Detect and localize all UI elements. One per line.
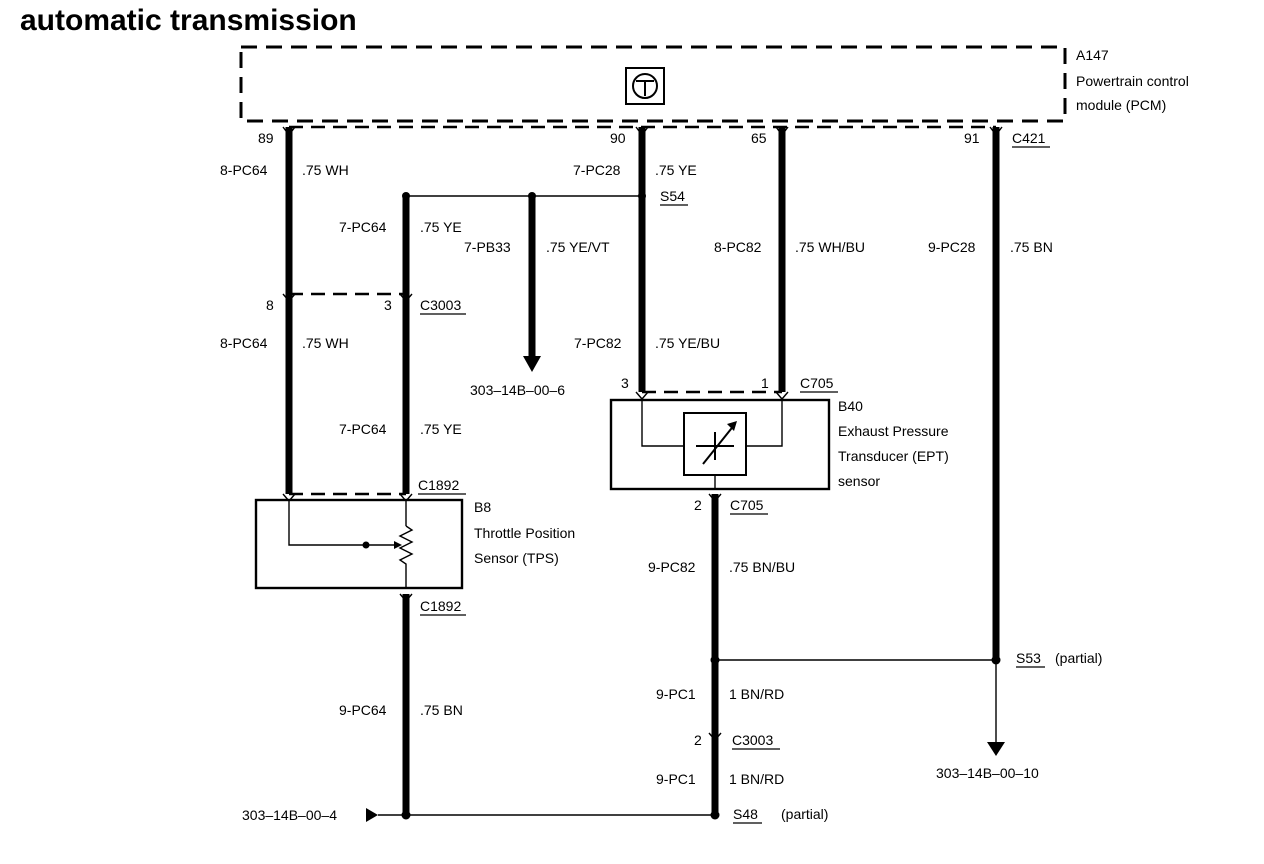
splice-s48-note: (partial) [781,806,828,822]
wire-7-pc82-spec: .75 YE/BU [655,335,720,351]
wire-9-pc1-lower-circuit: 9-PC1 [656,771,696,787]
c3003-pin2: 2 [694,732,702,748]
c3003-pin8: 8 [266,297,274,313]
ref-303-14b-00-6: 303–14B–00–6 [470,382,565,398]
wire-9-pc1-lower-spec: 1 BN/RD [729,771,784,787]
ref-303-14b-00-4: 303–14B–00–4 [242,807,337,823]
wire-9-pc28-spec: .75 BN [1010,239,1053,255]
wire-7-pc64-circuit: 7-PC64 [339,219,387,235]
connector-c3003-bottom: C3003 [732,732,773,748]
wire-8-pc82-circuit: 8-PC82 [714,239,762,255]
pcm-name-line1: Powertrain control [1076,73,1189,89]
wire-8-pc64-lower-circuit: 8-PC64 [220,335,268,351]
wire-8-pc82-spec: .75 WH/BU [795,239,865,255]
wire-7-pc28-spec: .75 YE [655,162,697,178]
connector-c1892-top: C1892 [418,477,459,493]
wire-9-pc28-circuit: 9-PC28 [928,239,976,255]
splice-s54: S54 [660,188,685,204]
wire-8-pc64-lower-spec: .75 WH [302,335,349,351]
wire-7-pb33-circuit: 7-PB33 [464,239,511,255]
c705-pin2: 2 [694,497,702,513]
diagram-title: automatic transmission [20,4,357,37]
ept-name-line3: sensor [838,473,880,489]
connector-c3003-top: C3003 [420,297,461,313]
c705-pin3: 3 [621,375,629,391]
pin-91: 91 [964,130,980,146]
pcm-id: A147 [1076,47,1109,63]
pcm-connector-label: C421 [1012,130,1046,146]
wire-7-pc64-lower-circuit: 7-PC64 [339,421,387,437]
pin-65: 65 [751,130,767,146]
wire-9-pc82-circuit: 9-PC82 [648,559,696,575]
wire-9-pc82-spec: .75 BN/BU [729,559,795,575]
wire-9-pc1-spec: 1 BN/RD [729,686,784,702]
pin-89: 89 [258,130,274,146]
splice-s48: S48 [733,806,758,822]
connector-c705-top: C705 [800,375,834,391]
potentiometer-icon [398,525,414,588]
ept-name-line2: Transducer (EPT) [838,448,949,464]
pcm-name-line2: module (PCM) [1076,97,1166,113]
wire-9-pc1-circuit: 9-PC1 [656,686,696,702]
wire-7-pc28-circuit: 7-PC28 [573,162,621,178]
wire-8-pc64-spec: .75 WH [302,162,349,178]
tps-name-line2: Sensor (TPS) [474,550,559,566]
connector-c705-bottom: C705 [730,497,764,513]
c3003-pin3: 3 [384,297,392,313]
tps-sensor [254,498,464,590]
wire-9-pc64-circuit: 9-PC64 [339,702,387,718]
wire-8-pc64-circuit: 8-PC64 [220,162,268,178]
ref-303-14b-00-10: 303–14B–00–10 [936,765,1039,781]
c705-pin1: 1 [761,375,769,391]
wire-9-pc64-spec: .75 BN [420,702,463,718]
pcm-module: A147 Powertrain control module (PCM) C42… [239,45,1189,148]
wire-7-pc64-spec: .75 YE [420,219,462,235]
splice-s53: S53 [1016,650,1041,666]
ept-id: B40 [838,398,863,414]
wire-7-pc82-circuit: 7-PC82 [574,335,622,351]
ept-name-line1: Exhaust Pressure [838,423,949,439]
tps-id: B8 [474,499,491,515]
splice-s53-note: (partial) [1055,650,1102,666]
tps-name-line1: Throttle Position [474,525,575,541]
pin-90: 90 [610,130,626,146]
wire-7-pb33-spec: .75 YE/VT [546,239,610,255]
connector-c1892-bottom: C1892 [420,598,461,614]
wire-7-pc64-lower-spec: .75 YE [420,421,462,437]
ept-sensor [609,398,831,491]
